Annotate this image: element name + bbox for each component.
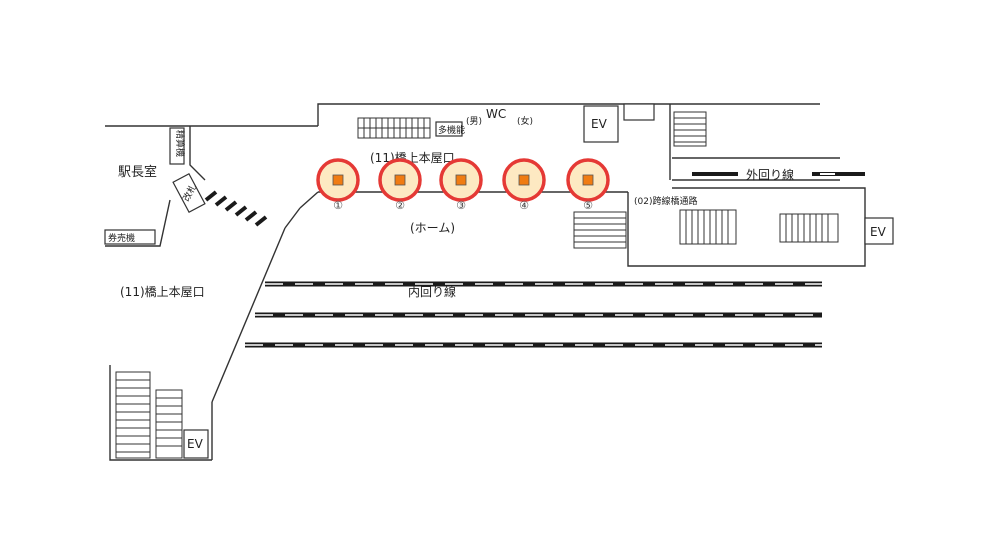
fare-adjust-label: 精算機 (174, 130, 186, 157)
station-master-room-label: 駅長室 (118, 164, 157, 180)
stairs-bridge-1 (679, 209, 737, 245)
gate-box (172, 172, 206, 214)
marker-2[interactable]: ② (378, 158, 422, 212)
marker-core (455, 174, 467, 186)
wc-multi-label: 多機能 (438, 124, 465, 136)
marker-number: ① (333, 199, 343, 212)
marker-core (332, 174, 344, 186)
ticket-gate-barriers (204, 190, 268, 227)
marker-core (582, 174, 594, 186)
marker-5[interactable]: ⑤ (566, 158, 610, 212)
ev-label-top: EV (591, 117, 608, 131)
ev-label-right: EV (870, 225, 887, 239)
ev-label-lower: EV (187, 437, 204, 451)
marker-number: ⑤ (583, 199, 593, 212)
wc-female-label: (女) (517, 115, 533, 127)
marker-number: ② (395, 199, 405, 212)
ticket-machine-label: 券売機 (108, 232, 135, 244)
stairs-bridge-2 (779, 213, 839, 243)
marker-core (518, 174, 530, 186)
marker-number: ④ (519, 199, 529, 212)
boarding-markers: ① ② ③ ④ ⑤ (316, 158, 610, 212)
stairs-lower-left (115, 371, 183, 459)
platform-label: (ホーム) (410, 221, 455, 235)
stairs (115, 111, 839, 459)
ev-box-top (583, 105, 619, 143)
small-room-box (623, 103, 655, 121)
ev-box-lower (183, 429, 209, 459)
fixtures (104, 103, 894, 459)
stairs-top-right (673, 111, 707, 147)
ticket-machine-box (104, 229, 156, 245)
inner-line-label: 内回り線 (408, 284, 456, 299)
marker-number: ③ (456, 199, 466, 212)
bridge-passage-label: (02)跨線橋通路 (634, 195, 697, 207)
toilet-multi-box (435, 121, 463, 137)
marker-core (394, 174, 406, 186)
marker-3[interactable]: ③ (439, 158, 483, 212)
fare-adjust-box (169, 127, 185, 165)
stairs-top-left (357, 117, 431, 139)
rail-tracks (245, 172, 865, 348)
ev-box-right (864, 217, 894, 245)
outer-line-label: 外回り線 (746, 167, 794, 182)
marker-4[interactable]: ④ (502, 158, 546, 212)
wc-label: WC (486, 107, 506, 121)
stairs-platform-right (573, 211, 627, 249)
exit-left-label: (11)橋上本屋口 (120, 285, 205, 299)
wc-male-label: (男) (466, 116, 482, 127)
marker-1[interactable]: ① (316, 158, 360, 212)
